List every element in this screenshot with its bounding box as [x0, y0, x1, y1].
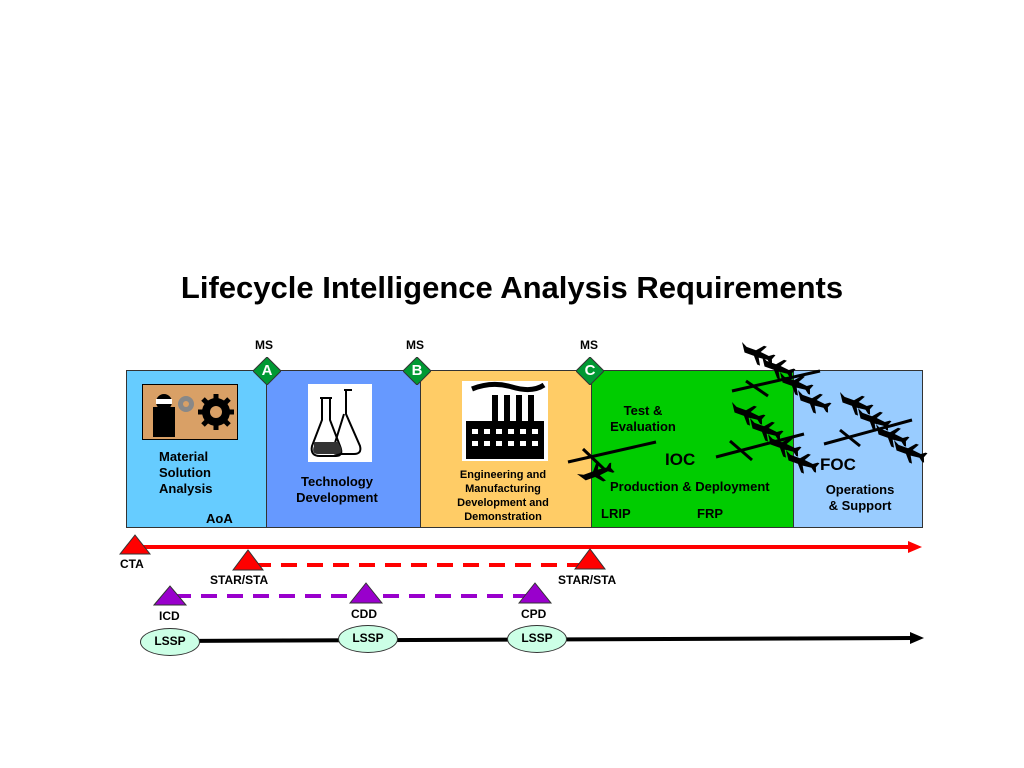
emd-label: Engineering and Manufacturing Developmen…: [457, 469, 549, 523]
material-solution-label: Material Solution Analysis: [159, 449, 213, 496]
factory-icon: [462, 381, 548, 461]
ms-label-c: MS: [580, 338, 598, 352]
production-deployment-label: Production & Deployment: [610, 479, 770, 494]
milestone-b-diamond: B: [403, 357, 431, 385]
jet-fighter-icon: [792, 386, 834, 418]
ms-label-a: MS: [255, 338, 273, 352]
star-sta-label-2: STAR/STA: [558, 573, 617, 587]
ms-label-b: MS: [406, 338, 424, 352]
star-sta-marker-2: [574, 548, 606, 570]
technology-development-label: Technology Development: [296, 474, 378, 505]
cdd-label: CDD: [351, 607, 377, 621]
cpd-label: CPD: [521, 607, 547, 621]
cta-marker: [118, 534, 152, 555]
star-sta-label-1: STAR/STA: [210, 573, 269, 587]
flask-icon: [308, 384, 372, 462]
operations-support-label: Operations & Support: [825, 482, 895, 513]
foc-label: FOC: [820, 455, 856, 474]
test-evaluation-label: Test & Evaluation: [610, 403, 676, 434]
jet-fighter-icon: [834, 388, 876, 420]
star-sta-marker-1: [232, 549, 264, 571]
icd-marker: [152, 585, 188, 606]
milestone-a-diamond: A: [253, 357, 281, 385]
cta-label: CTA: [120, 557, 144, 571]
icd-label: ICD: [159, 609, 180, 623]
businessman-gears-icon: [142, 384, 238, 440]
page-title: Lifecycle Intelligence Analysis Requirem…: [180, 270, 844, 305]
lssp-oval-1: LSSP: [140, 628, 200, 656]
frp-label: FRP: [697, 506, 723, 521]
milestone-c-diamond: C: [576, 357, 604, 385]
lssp-oval-2: LSSP: [338, 625, 398, 653]
jet-fighter-icon: [780, 446, 822, 478]
ioc-label: IOC: [665, 450, 696, 469]
lssp-oval-3: LSSP: [507, 625, 567, 653]
aoa-label: AoA: [206, 511, 233, 526]
lrip-label: LRIP: [601, 506, 631, 521]
jet-fighter-icon: [888, 436, 930, 468]
cdd-marker: [348, 582, 384, 604]
jet-fighter-icon: [726, 398, 768, 430]
cpd-marker: [517, 582, 553, 604]
